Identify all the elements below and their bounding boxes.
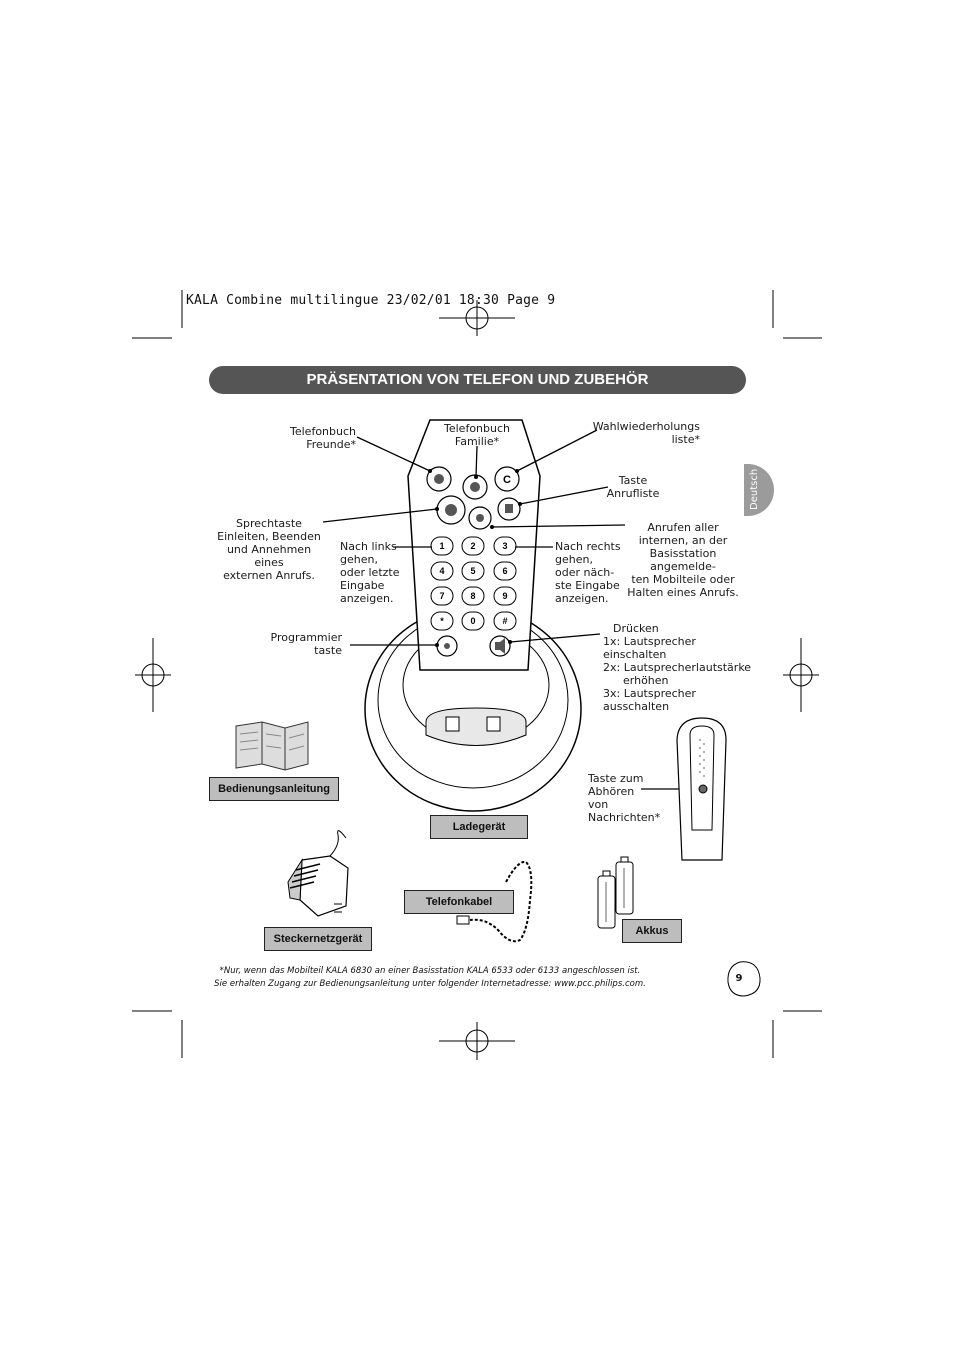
keypad-key-label: 3 [502,541,507,551]
keypad-key[interactable] [430,611,454,631]
keypad-key[interactable] [430,561,454,581]
program-icon [444,643,450,649]
page-number: 9 [735,973,743,984]
manual-label: Bedienungsanleitung [209,777,339,801]
list-icon [505,504,513,513]
keypad-key[interactable] [461,586,485,606]
label-speaker: Drücken 1x: Lautsprecher einschalten 2x:… [603,622,752,713]
keypad-key-label: 6 [502,566,507,576]
leader-lines [322,429,704,790]
crop-marks [132,290,822,1060]
family-icon [470,482,480,492]
keypad-key[interactable] [461,611,485,631]
phone-cable-label: Telefonkabel [404,890,514,914]
charger-label: Ladegerät [430,815,528,839]
batteries-drawing [597,856,634,929]
footnote-line-2: Sie erhalten Zugang zur Bedienungsanleit… [214,979,646,989]
batteries-label: Akkus [622,919,682,943]
handset-back-drawing [676,717,727,861]
smiley-icon [434,474,444,484]
keypad-key-label: 8 [470,591,475,601]
phone-cable-drawing [456,860,533,943]
keypad-key-label: 2 [470,541,475,551]
keypad-key[interactable] [493,536,517,556]
keypad-key-label: 1 [439,541,444,551]
speaker-icon [495,638,505,654]
keypad-key-label: * [440,616,444,626]
power-adapter-drawing [287,830,349,917]
page-number-badge [727,961,761,997]
keypad-key[interactable] [461,536,485,556]
keypad-key[interactable] [493,586,517,606]
c-key[interactable] [494,466,520,492]
manual-drawing [235,721,309,771]
keypad-key-label: 4 [439,566,444,576]
keypad-key-label: 0 [470,616,475,626]
title-bar: PRÄSENTATION VON TELEFON UND ZUBEHÖR [209,366,746,394]
phone-icon [445,504,457,516]
keypad-key[interactable] [493,561,517,581]
message-key[interactable] [698,784,708,794]
keypad-key-label: 5 [470,566,475,576]
keypad: 1 2 3 4 5 6 7 8 9 * 0 # [430,536,517,631]
keypad-key-label: 7 [439,591,444,601]
keypad-key[interactable] [430,586,454,606]
keypad-key[interactable] [493,611,517,631]
keypad-key-label: 9 [502,591,507,601]
c-key-label: C [503,474,511,486]
page-title: PRÄSENTATION VON TELEFON UND ZUBEHÖR [306,371,649,388]
hand-icon [476,514,484,522]
footnote-line-1: *Nur, wenn das Mobilteil KALA 6830 an ei… [219,966,641,976]
header-line: KALA Combine multilingue 23/02/01 18:30 … [186,293,556,308]
keypad-key-label: # [502,616,507,626]
keypad-key[interactable] [430,536,454,556]
side-tab-label: Deutsch [749,468,760,510]
keypad-key[interactable] [461,561,485,581]
power-adapter-label: Steckernetzgerät [264,927,372,951]
